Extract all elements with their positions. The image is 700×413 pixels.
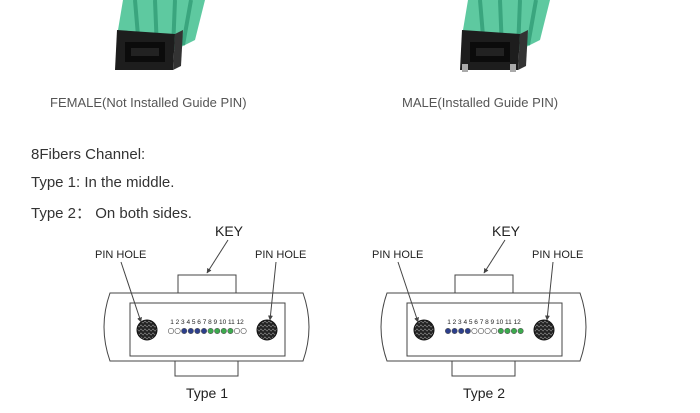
outer-housing — [380, 292, 587, 362]
fiber-6 — [477, 327, 484, 334]
mpo-female-connector-icon — [115, 0, 205, 70]
pin-hole-right-leader — [544, 261, 554, 321]
pin-hole-right-label: PIN HOLE — [532, 249, 583, 261]
diagram-type-1: 1 2 3 4 5 6 7 8 9 10 11 12 PIN HOLE PIN HO… — [95, 223, 310, 401]
diagram-type-2: 1 2 3 4 5 6 7 8 9 10 11 12 PIN HOLE PIN HO… — [372, 223, 587, 401]
fiber-1 — [168, 327, 175, 334]
fiber-10 — [227, 327, 234, 334]
fiber-1 — [444, 327, 451, 334]
bottom-tab — [451, 361, 516, 377]
key-leader — [483, 239, 506, 274]
bottom-tab — [174, 361, 239, 377]
mpo-male-connector-icon — [460, 0, 550, 72]
fiber-5 — [471, 327, 478, 334]
pin-hole-left-label: PIN HOLE — [372, 249, 423, 261]
fiber-7 — [484, 327, 491, 334]
type2-note: Type 2： On both sides. — [31, 205, 192, 222]
fiber-5 — [194, 327, 201, 334]
fiber-2 — [451, 327, 458, 334]
pin-hole-right — [533, 319, 555, 341]
fiber-10 — [504, 327, 511, 334]
pin-hole-left — [413, 319, 435, 341]
pin-hole-left — [136, 319, 158, 341]
fiber-8 — [214, 327, 221, 334]
diagram-caption: Type 2 — [463, 385, 505, 401]
fiber-4 — [464, 327, 471, 334]
fiber-7 — [207, 327, 214, 334]
key-leader — [206, 239, 229, 274]
fiber-3 — [181, 327, 188, 334]
pin-hole-right-label: PIN HOLE — [255, 249, 306, 261]
fiber-11 — [510, 327, 517, 334]
diagram-caption: Type 1 — [186, 385, 228, 401]
fiber-2 — [174, 327, 181, 334]
key-label: KEY — [215, 223, 244, 239]
fiber-numbers: 1 2 3 4 5 6 7 8 9 10 11 12 — [170, 319, 244, 326]
male-connector-photo — [460, 0, 550, 72]
fiber-11 — [234, 327, 241, 334]
key-label: KEY — [492, 223, 521, 239]
fiber-numbers: 1 2 3 4 5 6 7 8 9 10 11 12 — [447, 319, 521, 326]
pin-hole-left-leader — [120, 261, 142, 323]
type1-note: Type 1: In the middle. — [31, 174, 175, 191]
fiber-4 — [187, 327, 194, 334]
pin-hole-right — [256, 319, 278, 341]
key-tab — [454, 274, 514, 293]
pin-hole-left-leader — [397, 261, 419, 323]
fibers-channel-title: 8Fibers Channel: — [31, 146, 146, 163]
fiber-9 — [220, 327, 227, 334]
outer-housing — [103, 292, 310, 362]
key-tab — [177, 274, 237, 293]
pin-hole-left-label: PIN HOLE — [95, 249, 146, 261]
fiber-3 — [458, 327, 465, 334]
fiber-6 — [201, 327, 208, 334]
fiber-12 — [517, 327, 524, 334]
fiber-12 — [240, 327, 247, 334]
female-connector-photo — [115, 0, 205, 70]
male-caption: MALE(Installed Guide PIN) — [402, 95, 559, 110]
pin-hole-right-leader — [267, 261, 277, 321]
female-caption: FEMALE(Not Installed Guide PIN) — [50, 95, 247, 110]
fiber-9 — [497, 327, 504, 334]
fiber-8 — [491, 327, 498, 334]
